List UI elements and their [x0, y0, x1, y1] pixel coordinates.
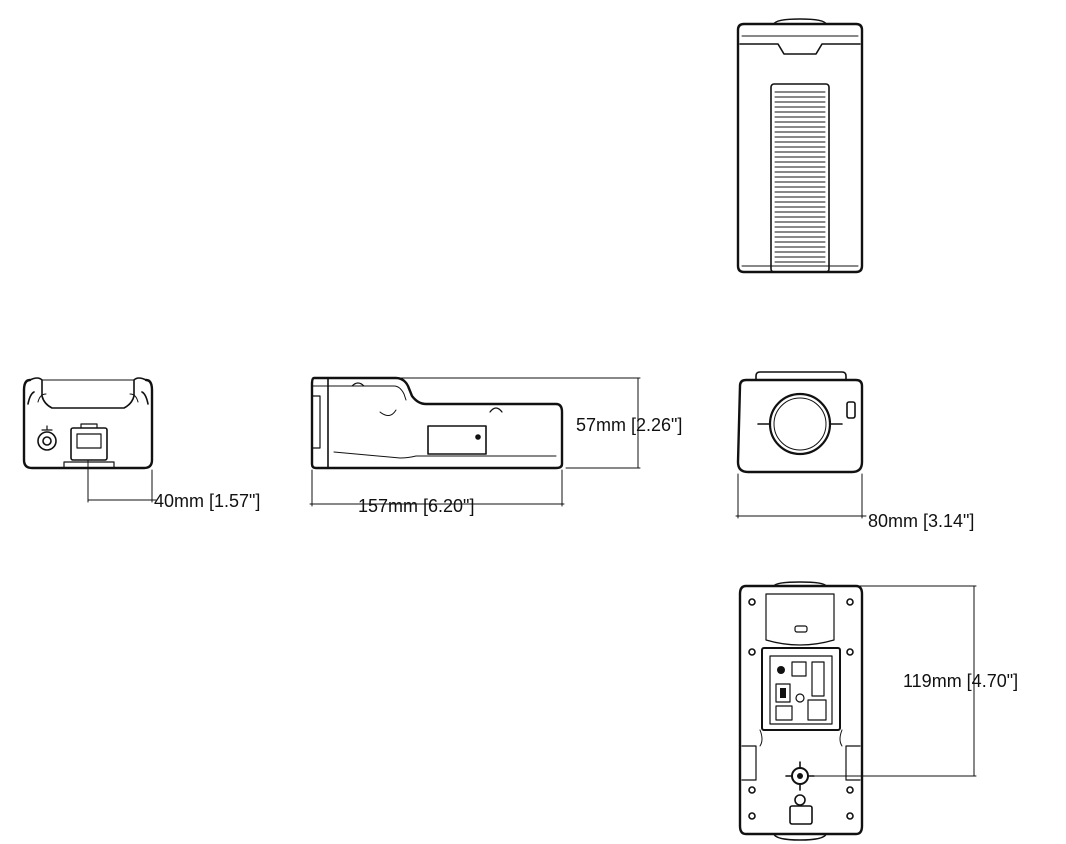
rear-view: [22, 377, 157, 503]
height-dimension-label: 57mm [2.26"]: [576, 415, 682, 435]
bottom-view: [738, 581, 977, 841]
front-view: [735, 371, 867, 519]
side-view: [309, 376, 641, 507]
top-view: [736, 18, 864, 274]
length-dimension-label: 157mm [6.20"]: [358, 496, 474, 516]
depth-dimension-label: 40mm [1.57"]: [154, 491, 260, 511]
width-dimension-label: 80mm [3.14"]: [868, 511, 974, 531]
full-height-dimension-label: 119mm [4.70"]: [903, 671, 1018, 691]
top-view-vent-slats: [774, 91, 826, 263]
